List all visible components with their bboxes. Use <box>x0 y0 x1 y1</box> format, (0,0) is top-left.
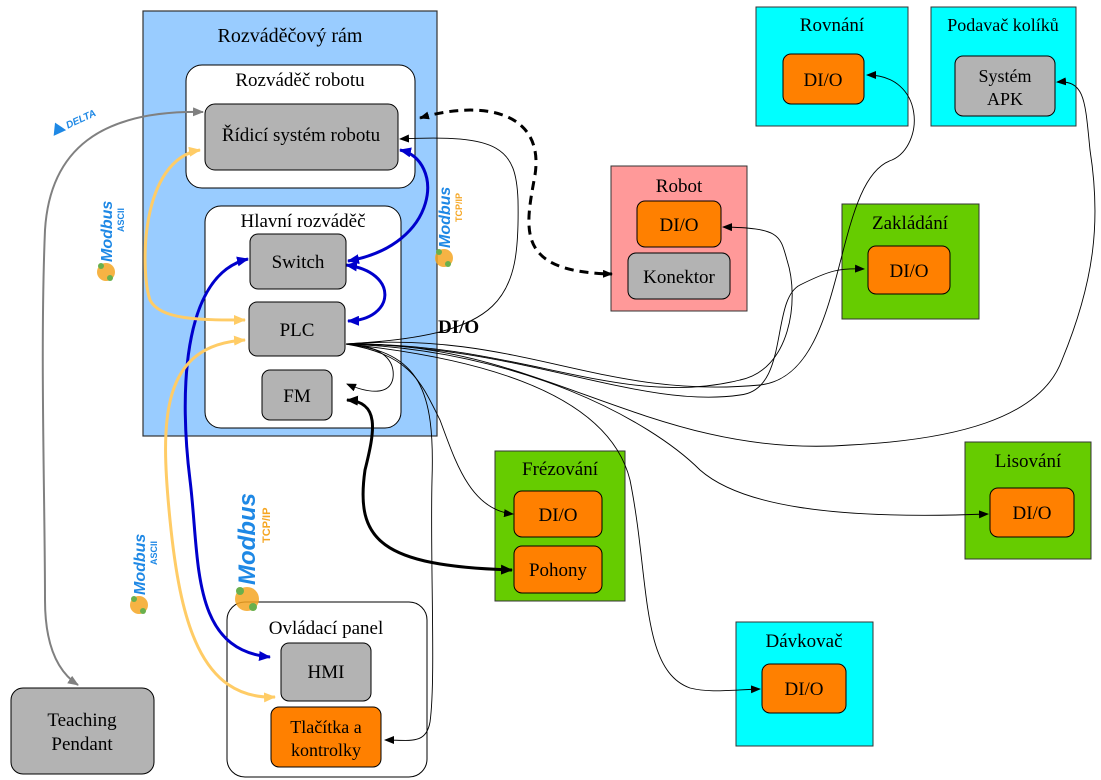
svg-text:TCP/IP: TCP/IP <box>261 508 273 543</box>
delta-logo: DELTA <box>53 108 98 136</box>
hmi-label: HMI <box>308 662 345 683</box>
rovnani-dio-label: DI/O <box>803 70 842 91</box>
hmi-node <box>280 642 372 702</box>
modbus-ascii-logo-bottom: Modbus ASCII <box>130 534 159 614</box>
station-zakladani <box>841 203 980 320</box>
svg-text:TCP/IP: TCP/IP <box>454 193 464 222</box>
svg-text:ASCII: ASCII <box>149 541 159 565</box>
link-robot-control-teaching-pendant <box>41 107 204 686</box>
station-davkovac-title: Dávkovač <box>765 631 842 652</box>
apk-label-line1: Systém <box>978 66 1031 86</box>
zakladani-dio-node <box>867 245 951 295</box>
davkovac-dio-node <box>761 663 847 714</box>
svg-text:Modbus: Modbus <box>99 201 116 262</box>
link-plc-davkovac <box>345 343 761 694</box>
modbus-tcpip-logo-large: Modbus TCP/IP <box>234 493 273 611</box>
link-plc-rovnani <box>345 71 915 388</box>
link-plc-zakladani <box>345 264 865 398</box>
dio-bus-label: DI/O <box>438 317 479 338</box>
svg-text:ASCII: ASCII <box>116 208 126 232</box>
rovnani-dio-node <box>782 53 865 105</box>
buttons-label-line1: Tlačítka a <box>290 717 361 737</box>
pohony-node <box>513 545 603 594</box>
modbus-ascii-logo-top: Modbus ASCII <box>97 201 126 281</box>
fm-label: FM <box>283 386 311 407</box>
apk-node <box>954 55 1056 117</box>
zakladani-dio-label: DI/O <box>889 261 928 282</box>
station-lisovani-title: Lisování <box>995 451 1062 472</box>
delta-logo-text: DELTA <box>64 108 98 131</box>
plc-node <box>248 301 346 357</box>
switch-node <box>249 233 347 290</box>
robot-cabinet-title: Rozváděč robotu <box>235 70 365 91</box>
link-plc-fm <box>345 343 394 392</box>
pohony-label: Pohony <box>529 560 588 581</box>
frame-title: Rozváděčový rám <box>218 25 363 47</box>
lisovani-dio-label: DI/O <box>1012 503 1051 524</box>
modbus-tcpip-logo-top: Modbus TCP/IP <box>435 187 464 267</box>
station-robot-title: Robot <box>656 176 703 197</box>
konektor-node <box>627 252 731 300</box>
station-zakladani-title: Zakládání <box>872 213 949 234</box>
switch-label: Switch <box>272 252 325 273</box>
konektor-label: Konektor <box>643 267 715 288</box>
link-plc-podavac <box>345 77 1096 447</box>
main-cabinet-title: Hlavní rozváděč <box>240 211 365 232</box>
teaching-pendant-node <box>10 687 155 775</box>
buttons-label-line2: kontrolky <box>291 740 361 760</box>
link-robot-control-switch <box>347 147 430 265</box>
link-plc-lisovani <box>345 343 989 519</box>
svg-text:Modbus: Modbus <box>437 187 454 248</box>
plc-label: PLC <box>280 320 315 341</box>
frezovani-dio-label: DI/O <box>538 505 577 526</box>
lisovani-dio-node <box>989 487 1075 538</box>
control-panel-title: Ovládací panel <box>269 618 383 639</box>
fm-node <box>261 369 333 421</box>
teaching-pendant-line1: Teaching <box>47 710 117 731</box>
buttons-node <box>270 706 382 768</box>
svg-text:Modbus: Modbus <box>234 493 261 585</box>
delta-triangle-icon <box>53 122 67 136</box>
svg-text:Modbus: Modbus <box>132 534 149 595</box>
apk-label-line2: APK <box>987 89 1023 109</box>
link-switch-plc <box>345 261 387 326</box>
station-podavac-title: Podavač kolíků <box>947 15 1058 35</box>
frezovani-dio-node <box>513 490 603 538</box>
robot-dio-node <box>636 200 722 248</box>
robot-control-label: Řídicí systém robotu <box>222 124 381 146</box>
station-frezovani-title: Frézování <box>522 459 599 480</box>
robot-control-node <box>204 103 399 171</box>
davkovac-dio-label: DI/O <box>784 679 823 700</box>
link-plc-robot-dio <box>345 223 793 389</box>
robot-dio-label: DI/O <box>659 215 698 236</box>
teaching-pendant-line2: Pendant <box>51 734 113 755</box>
link-fm-pohony <box>346 395 513 575</box>
station-rovnani-title: Rovnání <box>800 15 865 36</box>
